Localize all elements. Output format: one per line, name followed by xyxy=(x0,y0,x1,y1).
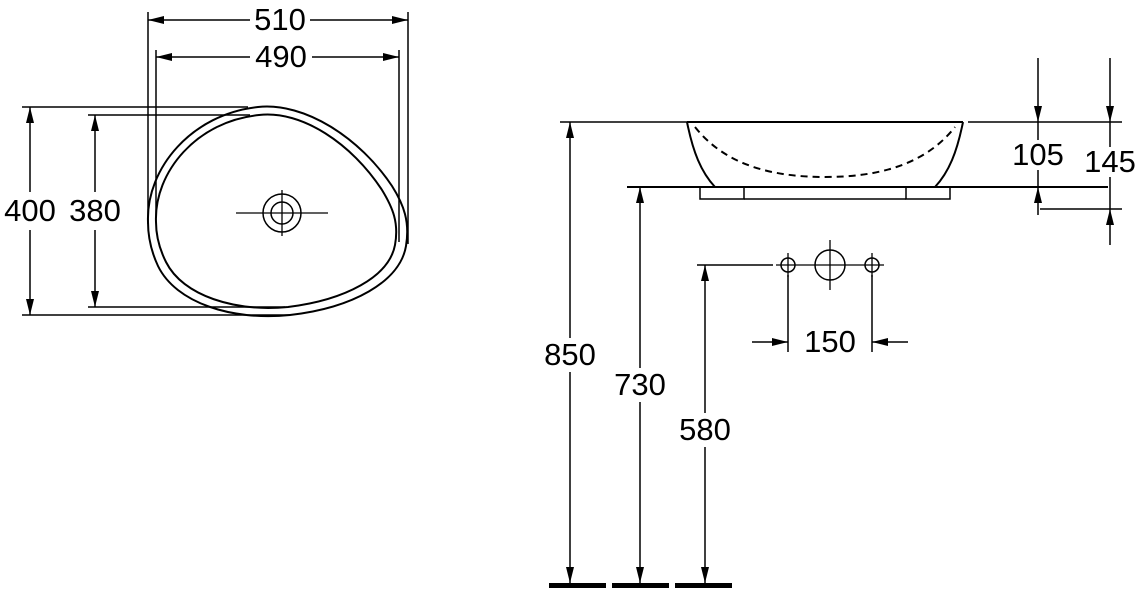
floor-bar xyxy=(612,583,669,588)
mounting-pads xyxy=(699,186,951,200)
dim-value-rim-height: 850 xyxy=(544,337,596,372)
tap-hole-symbols xyxy=(776,240,884,290)
dim-width-outer: 510 xyxy=(147,2,409,244)
tap-hole-right xyxy=(864,257,880,273)
dim-value-depth-outer: 400 xyxy=(4,193,56,228)
dim-tap-height: 580 xyxy=(679,264,773,583)
dim-value-tap-height: 580 xyxy=(679,412,731,447)
basin-inner-rim xyxy=(154,113,398,309)
dim-depth-inner: 380 xyxy=(69,114,285,308)
floor-bar xyxy=(675,583,732,588)
top-view: 510 490 400 380 xyxy=(4,2,409,318)
tap-hole-left xyxy=(780,257,796,273)
tap-hole-center xyxy=(814,249,846,281)
side-view: 150 850 730 580 105 xyxy=(544,58,1136,588)
dim-basin-total-height: 145 xyxy=(1040,58,1136,245)
basin-inner-bowl-hidden-line xyxy=(694,126,956,179)
basin-profile xyxy=(686,121,964,188)
floor-bar xyxy=(549,583,606,588)
dim-value-depth-inner: 380 xyxy=(69,193,121,228)
mounting-pad-right xyxy=(905,186,951,200)
dim-rim-height: 850 xyxy=(544,121,687,583)
dim-tap-hole-spacing: 150 xyxy=(752,275,908,359)
dim-value-width-inner: 490 xyxy=(255,39,307,74)
basin-right-wall xyxy=(934,121,964,188)
drain-outer-circle xyxy=(262,193,302,233)
dim-value-counter-height: 730 xyxy=(614,367,666,402)
drain-inner-circle xyxy=(270,201,294,225)
mounting-pad-left xyxy=(699,186,745,200)
dim-value-height-above-counter: 105 xyxy=(1012,137,1064,172)
drain-symbol xyxy=(236,190,328,236)
dim-counter-height: 730 xyxy=(614,187,666,583)
dim-width-inner: 490 xyxy=(155,39,400,242)
basin-left-wall xyxy=(686,121,716,188)
dim-value-width-outer: 510 xyxy=(254,2,306,37)
dim-height-above-counter: 105 xyxy=(968,58,1122,215)
dim-depth-outer: 400 xyxy=(4,106,290,316)
basin-outer-rim xyxy=(146,105,409,318)
dim-value-tap-hole-spacing: 150 xyxy=(804,324,856,359)
floor-line xyxy=(549,583,732,588)
dim-value-basin-total-height: 145 xyxy=(1084,144,1136,179)
